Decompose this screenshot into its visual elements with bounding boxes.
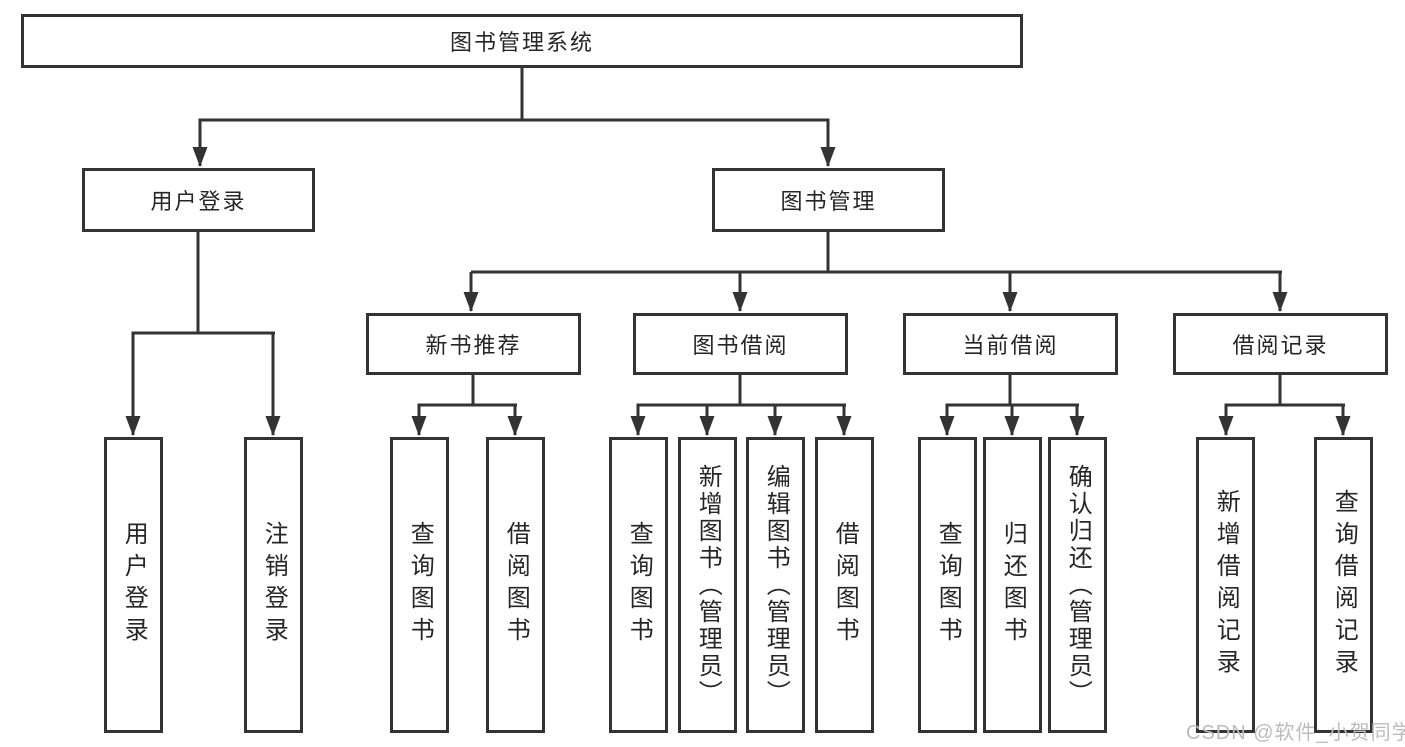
leaf-query-books-recommend: 查询图书: [390, 437, 449, 733]
edges-book-borrow: [630, 375, 852, 436]
node-borrow-records: 借阅记录: [1173, 313, 1388, 375]
leaf-add-books-admin: 新增图书（管理员）: [678, 437, 737, 733]
edges-current-borrow: [939, 375, 1085, 436]
leaf-query-borrow-record: 查询借阅记录: [1314, 437, 1373, 733]
leaf-edit-books-admin: 编辑图书（管理员）: [746, 437, 805, 733]
leaf-user-login: 用户登录: [104, 437, 163, 733]
leaf-query-books-borrow: 查询图书: [609, 437, 668, 733]
node-book-borrow: 图书借阅: [633, 313, 848, 375]
watermark: CSDN @软件_小贺同学: [1186, 722, 1405, 744]
leaf-return-books: 归还图书: [983, 437, 1042, 733]
node-root-library-management-system: 图书管理系统: [21, 14, 1023, 68]
edges-book-management-to-level3: [463, 232, 1288, 312]
leaf-borrow-books-recommend: 借阅图书: [486, 437, 545, 733]
edges-user-login-to-leaves: [125, 232, 281, 436]
edges-new-book-recommend: [411, 375, 523, 436]
node-current-borrow: 当前借阅: [903, 313, 1118, 375]
leaf-query-books-current: 查询图书: [918, 437, 977, 733]
edges-borrow-records: [1218, 375, 1351, 436]
edges-root-to-level2: [192, 68, 836, 167]
node-user-login-branch: 用户登录: [82, 168, 315, 232]
node-new-book-recommend: 新书推荐: [366, 313, 581, 375]
leaf-confirm-return-admin: 确认归还（管理员）: [1048, 437, 1107, 733]
node-book-management-branch: 图书管理: [712, 168, 945, 232]
leaf-logout: 注销登录: [244, 437, 303, 733]
leaf-borrow-books: 借阅图书: [815, 437, 874, 733]
leaf-add-borrow-record: 新增借阅记录: [1196, 437, 1255, 733]
